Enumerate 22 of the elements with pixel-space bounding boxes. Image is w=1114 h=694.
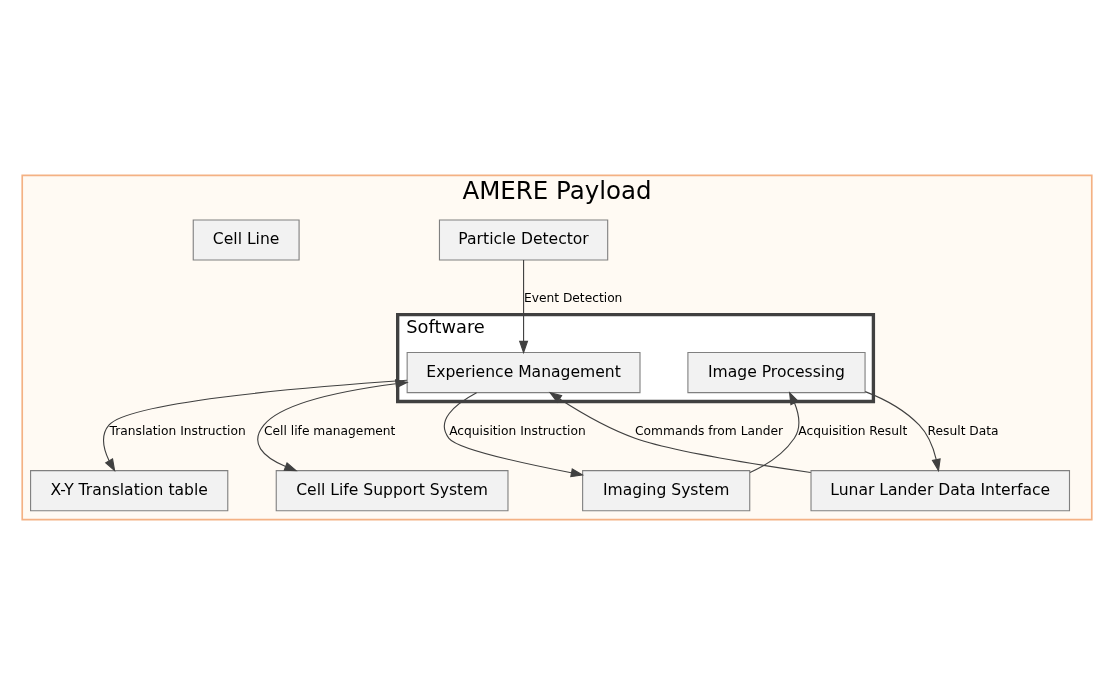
arrow	[443, 391, 585, 477]
arrow	[518, 259, 529, 354]
arrow	[749, 390, 800, 473]
arrow	[257, 378, 409, 471]
edge-label: Commands from Lander	[635, 423, 784, 438]
node-box: Experience Management	[406, 351, 641, 393]
node-box: Cell Life Support System	[275, 469, 509, 511]
edge-label: Cell life management	[264, 423, 396, 438]
node-box: Image Processing	[687, 351, 866, 393]
edge-label: Translation Instruction	[109, 423, 246, 438]
arrow	[103, 379, 408, 472]
node-box: Particle Detector	[438, 218, 609, 261]
node-box: X-Y Translation table	[30, 469, 229, 511]
arrow	[548, 391, 812, 473]
edge-label: Result Data	[927, 423, 999, 438]
edge-label: Acquisition Result	[798, 423, 908, 438]
edge-label: Event Detection	[523, 290, 623, 305]
arrow	[864, 390, 941, 472]
node-box: Lunar Lander Data Interface	[810, 469, 1071, 511]
edge-label: Acquisition Instruction	[449, 423, 586, 438]
node-box: Cell Line	[192, 218, 300, 261]
node-box: Imaging System	[582, 469, 751, 511]
